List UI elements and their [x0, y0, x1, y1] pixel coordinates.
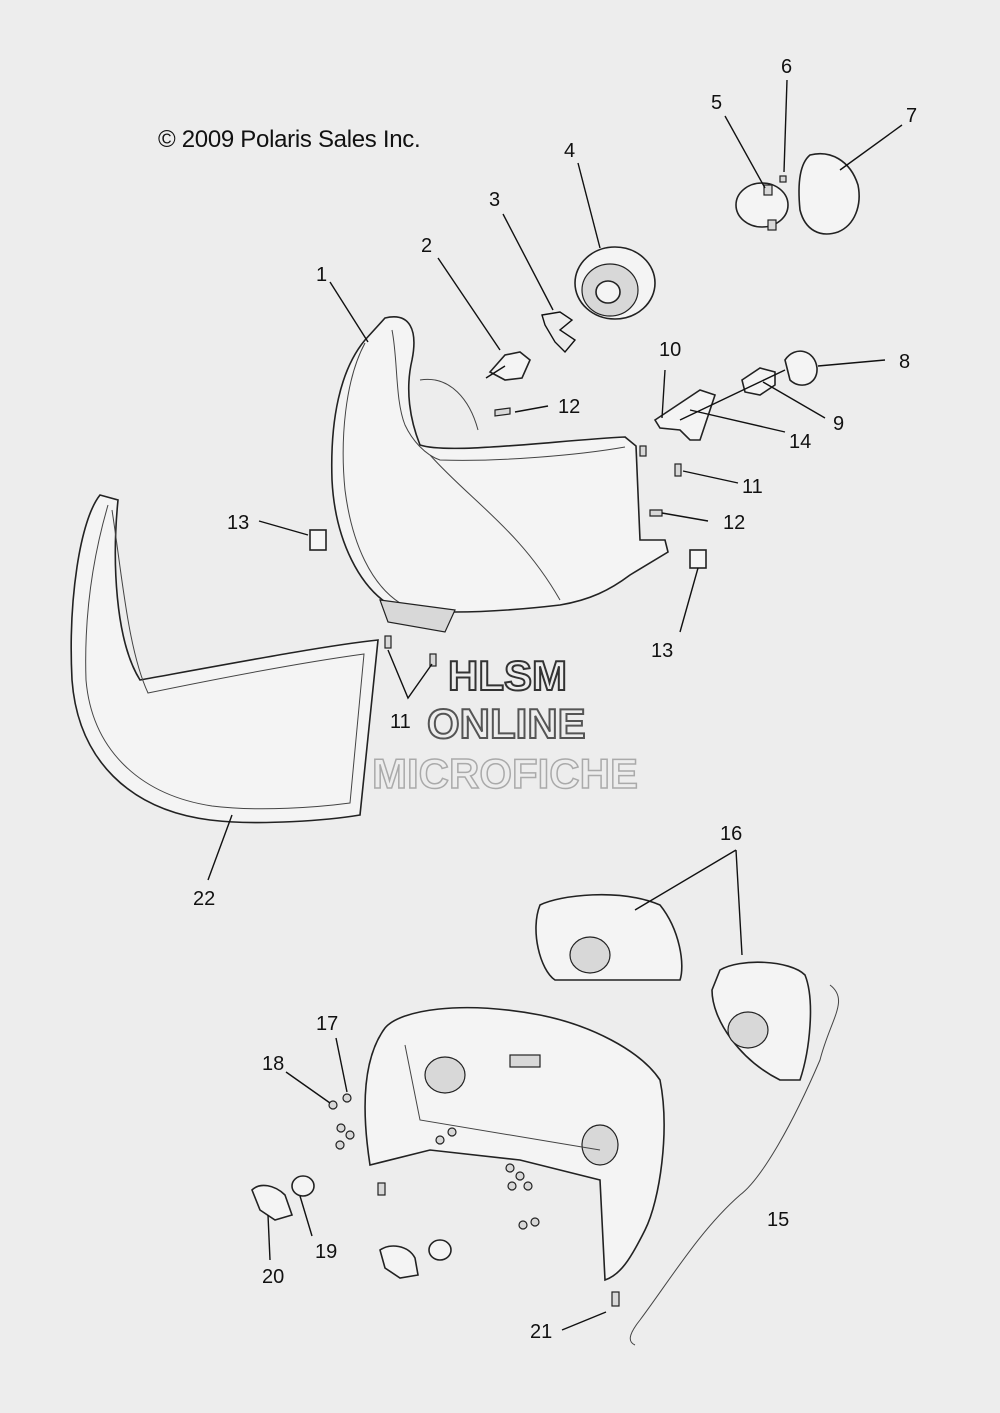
- retaining-clip-part: [541, 311, 577, 354]
- callout-13a: 13: [227, 512, 249, 534]
- adjuster-assembly-part: [653, 350, 818, 441]
- callout-12a: 12: [558, 396, 580, 418]
- callout-11b: 11: [390, 711, 411, 733]
- callout-11a: 11: [742, 476, 763, 498]
- watermark-line-2: ONLINE: [426, 699, 587, 748]
- callout-numbers: 1 2 3 4 5 6 7 8 9 10 11 11 12 12 13 13 1…: [193, 56, 917, 1343]
- callout-21: 21: [530, 1321, 552, 1343]
- dust-cover-part: [574, 246, 656, 320]
- callout-22: 22: [193, 888, 215, 910]
- callout-4: 4: [564, 140, 575, 162]
- bulb-part: [485, 351, 531, 381]
- lamp-cover-part: [735, 182, 789, 231]
- watermark-line-1: HLSM: [447, 651, 568, 700]
- callout-7: 7: [906, 105, 917, 127]
- callout-3: 3: [489, 189, 500, 211]
- callout-9: 9: [833, 413, 844, 435]
- nacelle-fasteners: [328, 1093, 620, 1307]
- watermark-line-3: MICROFICHE: [371, 749, 639, 798]
- callout-10: 10: [659, 339, 681, 361]
- callout-15: 15: [767, 1209, 789, 1231]
- screw-part: [779, 175, 787, 183]
- bulb-socket-part: [251, 1175, 452, 1279]
- lamp-module-part: [535, 893, 812, 1081]
- leader-lines: [207, 79, 903, 1346]
- callout-16: 16: [720, 823, 742, 845]
- callout-8: 8: [899, 351, 910, 373]
- callout-2: 2: [421, 235, 432, 257]
- callout-1: 1: [316, 264, 327, 286]
- callout-6: 6: [781, 56, 792, 78]
- callout-12b: 12: [723, 512, 745, 534]
- callout-20: 20: [262, 1266, 284, 1288]
- headlight-housing-part: [330, 316, 669, 633]
- callout-19: 19: [315, 1241, 337, 1263]
- small-fasteners: [309, 407, 707, 667]
- callout-17: 17: [316, 1013, 338, 1035]
- seal-gasket-part: [70, 494, 379, 824]
- callout-13b: 13: [651, 640, 673, 662]
- lamp-gasket-part: [798, 153, 860, 235]
- copyright-text: © 2009 Polaris Sales Inc.: [158, 126, 421, 153]
- callout-5: 5: [711, 92, 722, 114]
- callout-14: 14: [789, 431, 811, 453]
- callout-18: 18: [262, 1053, 284, 1075]
- nacelle-part: [364, 1006, 665, 1282]
